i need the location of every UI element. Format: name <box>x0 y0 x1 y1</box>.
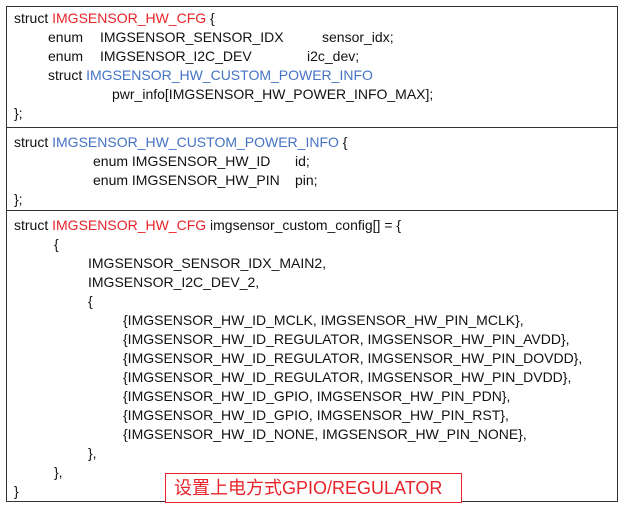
pin-entry: {IMGSENSOR_HW_ID_REGULATOR, IMGSENSOR_HW… <box>123 331 570 347</box>
code-line: { <box>54 236 59 252</box>
type-name: IMGSENSOR_HW_CUSTOM_POWER_INFO <box>52 134 339 150</box>
code-line-field: sensor_idx; <box>322 29 394 45</box>
code-frame: struct IMGSENSOR_HW_CFG { enum IMGSENSOR… <box>6 6 618 503</box>
code-line: { <box>88 293 93 309</box>
code-line-keyword: enum <box>48 48 84 64</box>
code-line: struct IMGSENSOR_HW_CFG imgsensor_custom… <box>14 217 402 233</box>
code-line: }, <box>88 445 97 461</box>
type-name: IMGSENSOR_HW_CFG <box>52 217 207 233</box>
code-line: IMGSENSOR_I2C_DEV_2, <box>88 274 260 290</box>
pin-entry: {IMGSENSOR_HW_ID_REGULATOR, IMGSENSOR_HW… <box>123 350 583 366</box>
code-line-type: IMGSENSOR_I2C_DEV <box>100 48 252 64</box>
code-line-field: id; <box>295 153 310 169</box>
code-line: struct IMGSENSOR_HW_CUSTOM_POWER_INFO { <box>14 134 348 150</box>
code-line-type: enum IMGSENSOR_HW_PIN <box>93 172 280 188</box>
code-line: struct IMGSENSOR_HW_CFG { <box>14 10 215 26</box>
code-line-type: IMGSENSOR_SENSOR_IDX <box>100 29 284 45</box>
code-line: } <box>14 483 19 499</box>
pin-entry: {IMGSENSOR_HW_ID_MCLK, IMGSENSOR_HW_PIN_… <box>123 312 524 328</box>
code-line-field: pin; <box>295 172 318 188</box>
pin-entry: {IMGSENSOR_HW_ID_NONE, IMGSENSOR_HW_PIN_… <box>123 426 527 442</box>
code-line: }, <box>54 464 63 480</box>
struct-power-info-definition: struct IMGSENSOR_HW_CUSTOM_POWER_INFO { … <box>7 127 617 210</box>
code-line-type: enum IMGSENSOR_HW_ID <box>93 153 271 169</box>
pin-entry: {IMGSENSOR_HW_ID_GPIO, IMGSENSOR_HW_PIN_… <box>123 407 509 423</box>
code-line: struct IMGSENSOR_HW_CUSTOM_POWER_INFO <box>48 67 373 83</box>
code-line: }; <box>14 105 23 121</box>
pin-entry: {IMGSENSOR_HW_ID_REGULATOR, IMGSENSOR_HW… <box>123 369 572 385</box>
code-line-keyword: enum <box>48 29 84 45</box>
code-line-field: i2c_dev; <box>307 48 360 64</box>
annotation-callout: 设置上电方式GPIO/REGULATOR <box>165 473 462 503</box>
code-line: }; <box>14 191 23 207</box>
type-name: IMGSENSOR_HW_CFG <box>52 10 207 26</box>
pin-entry: {IMGSENSOR_HW_ID_GPIO, IMGSENSOR_HW_PIN_… <box>123 388 511 404</box>
struct-hw-cfg-definition: struct IMGSENSOR_HW_CFG { enum IMGSENSOR… <box>7 7 617 127</box>
type-name: IMGSENSOR_HW_CUSTOM_POWER_INFO <box>86 67 373 83</box>
code-line-field: pwr_info[IMGSENSOR_HW_POWER_INFO_MAX]; <box>112 86 434 102</box>
code-line: IMGSENSOR_SENSOR_IDX_MAIN2, <box>88 255 327 271</box>
custom-config-initializer: struct IMGSENSOR_HW_CFG imgsensor_custom… <box>7 210 617 503</box>
